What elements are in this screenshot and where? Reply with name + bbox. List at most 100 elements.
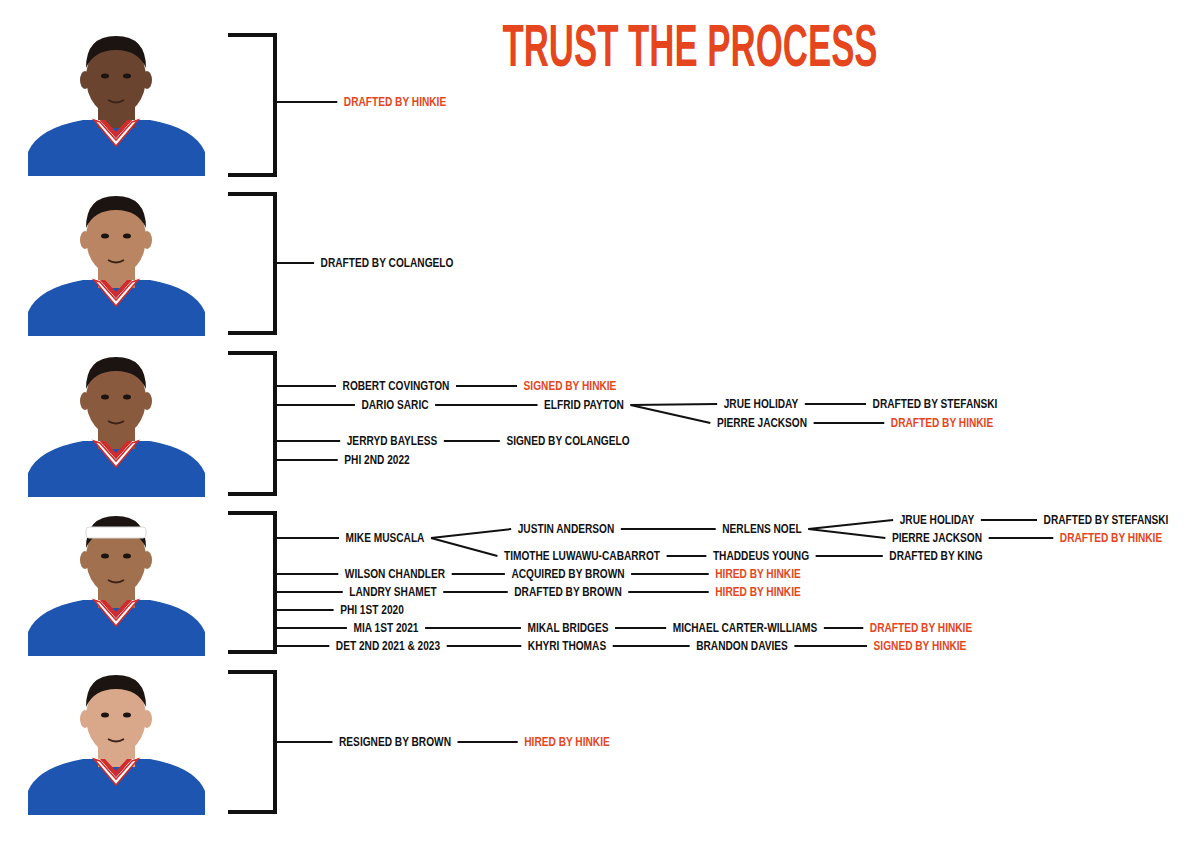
text-node: DRAFTED BY HINKIE bbox=[1058, 530, 1163, 546]
player-photo bbox=[28, 516, 205, 656]
text-node: DRAFTED BY HINKIE bbox=[342, 94, 447, 110]
bracket bbox=[228, 194, 275, 333]
node-text: NERLENS NOEL bbox=[722, 522, 801, 536]
node-text: TIMOTHE LUWAWU-CABARROT bbox=[504, 549, 660, 563]
connector bbox=[456, 385, 517, 387]
text-node: DRAFTED BY STEFANSKI bbox=[1042, 512, 1170, 528]
text-node: KHYRI THOMAS bbox=[526, 638, 607, 654]
node-text: SIGNED BY COLANGELO bbox=[506, 434, 629, 448]
node-text: MICHAEL CARTER-WILLIAMS bbox=[673, 621, 818, 635]
text-node: JERRYD BAYLESS bbox=[345, 433, 439, 449]
connector bbox=[816, 555, 883, 557]
bracket-branch bbox=[277, 404, 355, 406]
text-node: HIRED BY HINKIE bbox=[714, 584, 803, 600]
node-text: JERRYD BAYLESS bbox=[347, 434, 438, 448]
node-text: RESIGNED BY BROWN bbox=[339, 735, 451, 749]
connector bbox=[435, 404, 537, 406]
text-node: ACQUIRED BY BROWN bbox=[510, 566, 626, 582]
bracket-branch bbox=[277, 645, 329, 647]
connector bbox=[824, 627, 863, 629]
node-text: PIERRE JACKSON bbox=[892, 531, 982, 545]
node-text: DRAFTED BY HINKIE bbox=[344, 95, 446, 109]
bracket-branch bbox=[277, 537, 339, 539]
connector bbox=[443, 591, 508, 593]
connector bbox=[808, 520, 893, 529]
node-text: DARIO SARIC bbox=[361, 398, 428, 412]
text-node: MIKAL BRIDGES bbox=[526, 620, 610, 636]
text-node: MIA 1ST 2021 bbox=[352, 620, 420, 636]
text-node: TIMOTHE LUWAWU-CABARROT bbox=[502, 548, 661, 564]
text-node: WILSON CHANDLER bbox=[343, 566, 446, 582]
text-node: JRUE HOLIDAY bbox=[898, 512, 976, 528]
text-node: SIGNED BY COLANGELO bbox=[505, 433, 631, 449]
node-text: LANDRY SHAMET bbox=[349, 585, 436, 599]
connector bbox=[628, 591, 708, 593]
connector bbox=[631, 573, 709, 575]
node-text: PHI 2ND 2022 bbox=[344, 453, 409, 467]
connector bbox=[794, 645, 867, 647]
connector bbox=[989, 537, 1054, 539]
text-node: DRAFTED BY KING bbox=[888, 548, 984, 564]
bracket-branch bbox=[277, 741, 332, 743]
connector bbox=[613, 645, 690, 647]
connector bbox=[808, 529, 885, 538]
headband bbox=[86, 527, 146, 538]
bracket-branch bbox=[277, 101, 337, 103]
text-node: HIRED BY HINKIE bbox=[714, 566, 803, 582]
text-node: BRANDON DAVIES bbox=[695, 638, 790, 654]
text-node: LANDRY SHAMET bbox=[348, 584, 438, 600]
bracket-branch bbox=[277, 591, 343, 593]
bracket bbox=[228, 513, 275, 652]
connector bbox=[458, 741, 518, 743]
bracket bbox=[228, 353, 275, 494]
node-text: DRAFTED BY HINKIE bbox=[891, 416, 993, 430]
bracket-branch bbox=[277, 459, 338, 461]
node-text: ACQUIRED BY BROWN bbox=[511, 567, 624, 581]
node-text: DET 2ND 2021 & 2023 bbox=[336, 639, 440, 653]
text-node: DRAFTED BY COLANGELO bbox=[319, 255, 455, 271]
connector bbox=[667, 555, 707, 557]
bracket-branch bbox=[277, 440, 340, 442]
node-text: MIKAL BRIDGES bbox=[528, 621, 609, 635]
node-text: JRUE HOLIDAY bbox=[724, 397, 799, 411]
node-text: SIGNED BY HINKIE bbox=[524, 379, 617, 393]
connector bbox=[630, 404, 717, 405]
node-text: JRUE HOLIDAY bbox=[900, 513, 975, 527]
text-node: JUSTIN ANDERSON bbox=[516, 521, 616, 537]
text-node: PIERRE JACKSON bbox=[715, 415, 808, 431]
node-text: ROBERT COVINGTON bbox=[343, 379, 450, 393]
node-text: DRAFTED BY BROWN bbox=[514, 585, 621, 599]
node-text: MIKE MUSCALA bbox=[346, 531, 425, 545]
text-node: ELFRID PAYTON bbox=[543, 397, 626, 413]
bracket-branch bbox=[277, 262, 314, 264]
node-text: DRAFTED BY STEFANSKI bbox=[1044, 513, 1169, 527]
node-text: DRAFTED BY HINKIE bbox=[1060, 531, 1162, 545]
node-text: THADDEUS YOUNG bbox=[713, 549, 809, 563]
bracket-branch bbox=[277, 609, 334, 611]
node-text: DRAFTED BY KING bbox=[889, 549, 982, 563]
node-text: KHYRI THOMAS bbox=[528, 639, 606, 653]
node-text: WILSON CHANDLER bbox=[345, 567, 445, 581]
player-photo bbox=[28, 196, 205, 336]
connector bbox=[447, 645, 522, 647]
text-node: MICHAEL CARTER-WILLIAMS bbox=[671, 620, 819, 636]
text-node: THADDEUS YOUNG bbox=[711, 548, 810, 564]
text-node: PHI 2ND 2022 bbox=[343, 452, 412, 468]
node-text: PIERRE JACKSON bbox=[717, 416, 807, 430]
connector bbox=[621, 528, 716, 530]
node-text: PHI 1ST 2020 bbox=[340, 603, 404, 617]
node-text: ELFRID PAYTON bbox=[544, 398, 624, 412]
text-node: PHI 1ST 2020 bbox=[339, 602, 406, 618]
connector bbox=[981, 519, 1037, 521]
bracket-branch bbox=[277, 573, 338, 575]
brackets bbox=[228, 35, 275, 812]
node-text: HIRED BY HINKIE bbox=[524, 735, 609, 749]
player-photo bbox=[28, 36, 205, 176]
connector bbox=[615, 627, 666, 629]
bracket-branch bbox=[277, 385, 336, 387]
text-node: HIRED BY HINKIE bbox=[523, 734, 612, 750]
node-text: JUSTIN ANDERSON bbox=[518, 522, 615, 536]
